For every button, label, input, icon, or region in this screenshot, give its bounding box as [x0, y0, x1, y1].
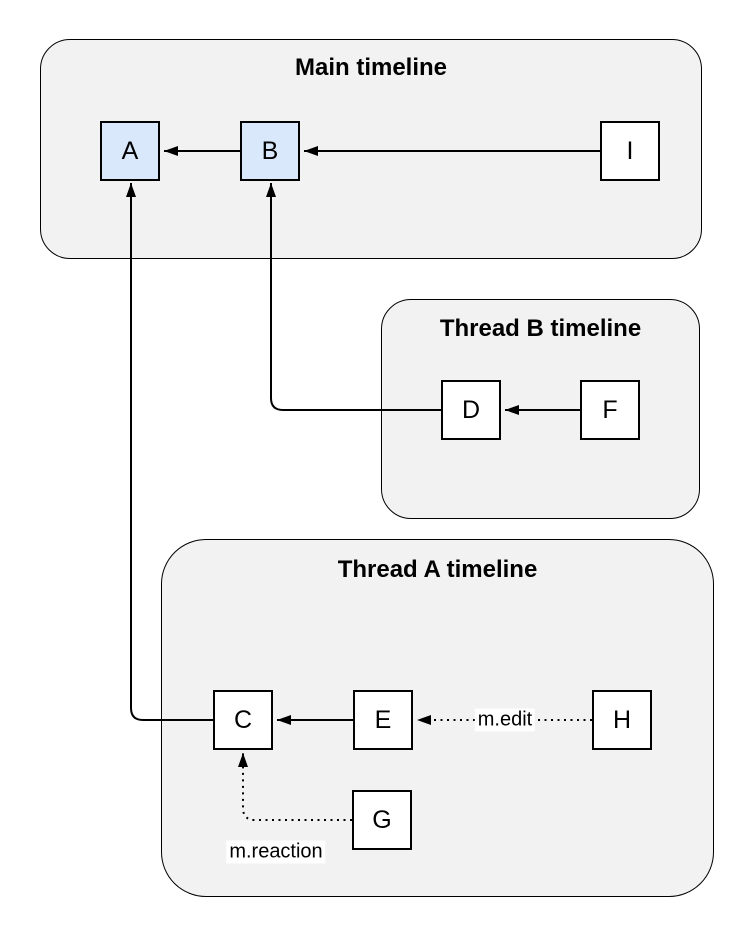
container-title-main-timeline: Main timeline: [294, 54, 448, 81]
container-title-thread-b-timeline: Thread B timeline: [439, 315, 642, 342]
container-title-thread-a-timeline: Thread A timeline: [337, 556, 538, 583]
container-thread-b-timeline: Thread B timeline: [381, 299, 700, 519]
node-e: E: [353, 690, 413, 750]
node-h: H: [592, 690, 652, 750]
node-b: B: [240, 121, 300, 181]
node-f: F: [580, 380, 640, 440]
node-i: I: [600, 121, 660, 181]
node-c: C: [213, 690, 273, 750]
node-d: D: [441, 380, 501, 440]
node-a: A: [100, 121, 160, 181]
edge-label-m-reaction: m.reaction: [226, 840, 326, 864]
edge-label-m-edit: m.edit: [474, 708, 536, 732]
node-g: G: [352, 790, 412, 850]
